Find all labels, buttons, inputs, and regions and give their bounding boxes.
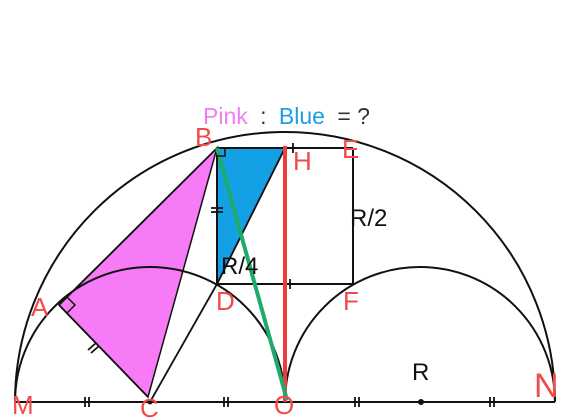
pink-quadrilateral [57,145,219,399]
segment-AC [58,304,149,398]
point-C [147,399,153,405]
label-R: R [412,359,429,386]
title-pink-word: Pink [203,103,248,129]
label-O: O [274,390,294,419]
label-M: M [12,390,34,419]
label-A: A [31,292,49,322]
green-line-BO [215,147,289,401]
label-D: D [216,286,235,316]
right-angle-marker-B [217,148,226,157]
segment-HD [216,147,286,285]
label-C: C [140,393,159,419]
title-equals: = ? [337,103,370,129]
label-N: N [534,367,559,405]
label-E: E [342,134,359,164]
label-R-half: R/2 [350,205,387,232]
label-B: B [195,122,212,152]
right-angle-marker-A [66,296,77,314]
segment-BA [58,147,218,306]
label-R-quarter: R/4 [221,253,258,280]
segment-DC [149,283,218,403]
label-H: H [293,146,312,176]
label-F: F [343,286,359,316]
tick-marks [84,143,495,407]
right-small-arc [284,266,556,403]
title-colon: : [260,103,266,129]
large-semicircle-arc [14,131,556,403]
point-R-center [418,399,424,405]
title-blue-word: Blue [279,103,325,129]
title-text: Pink : Blue = ? [203,103,370,129]
